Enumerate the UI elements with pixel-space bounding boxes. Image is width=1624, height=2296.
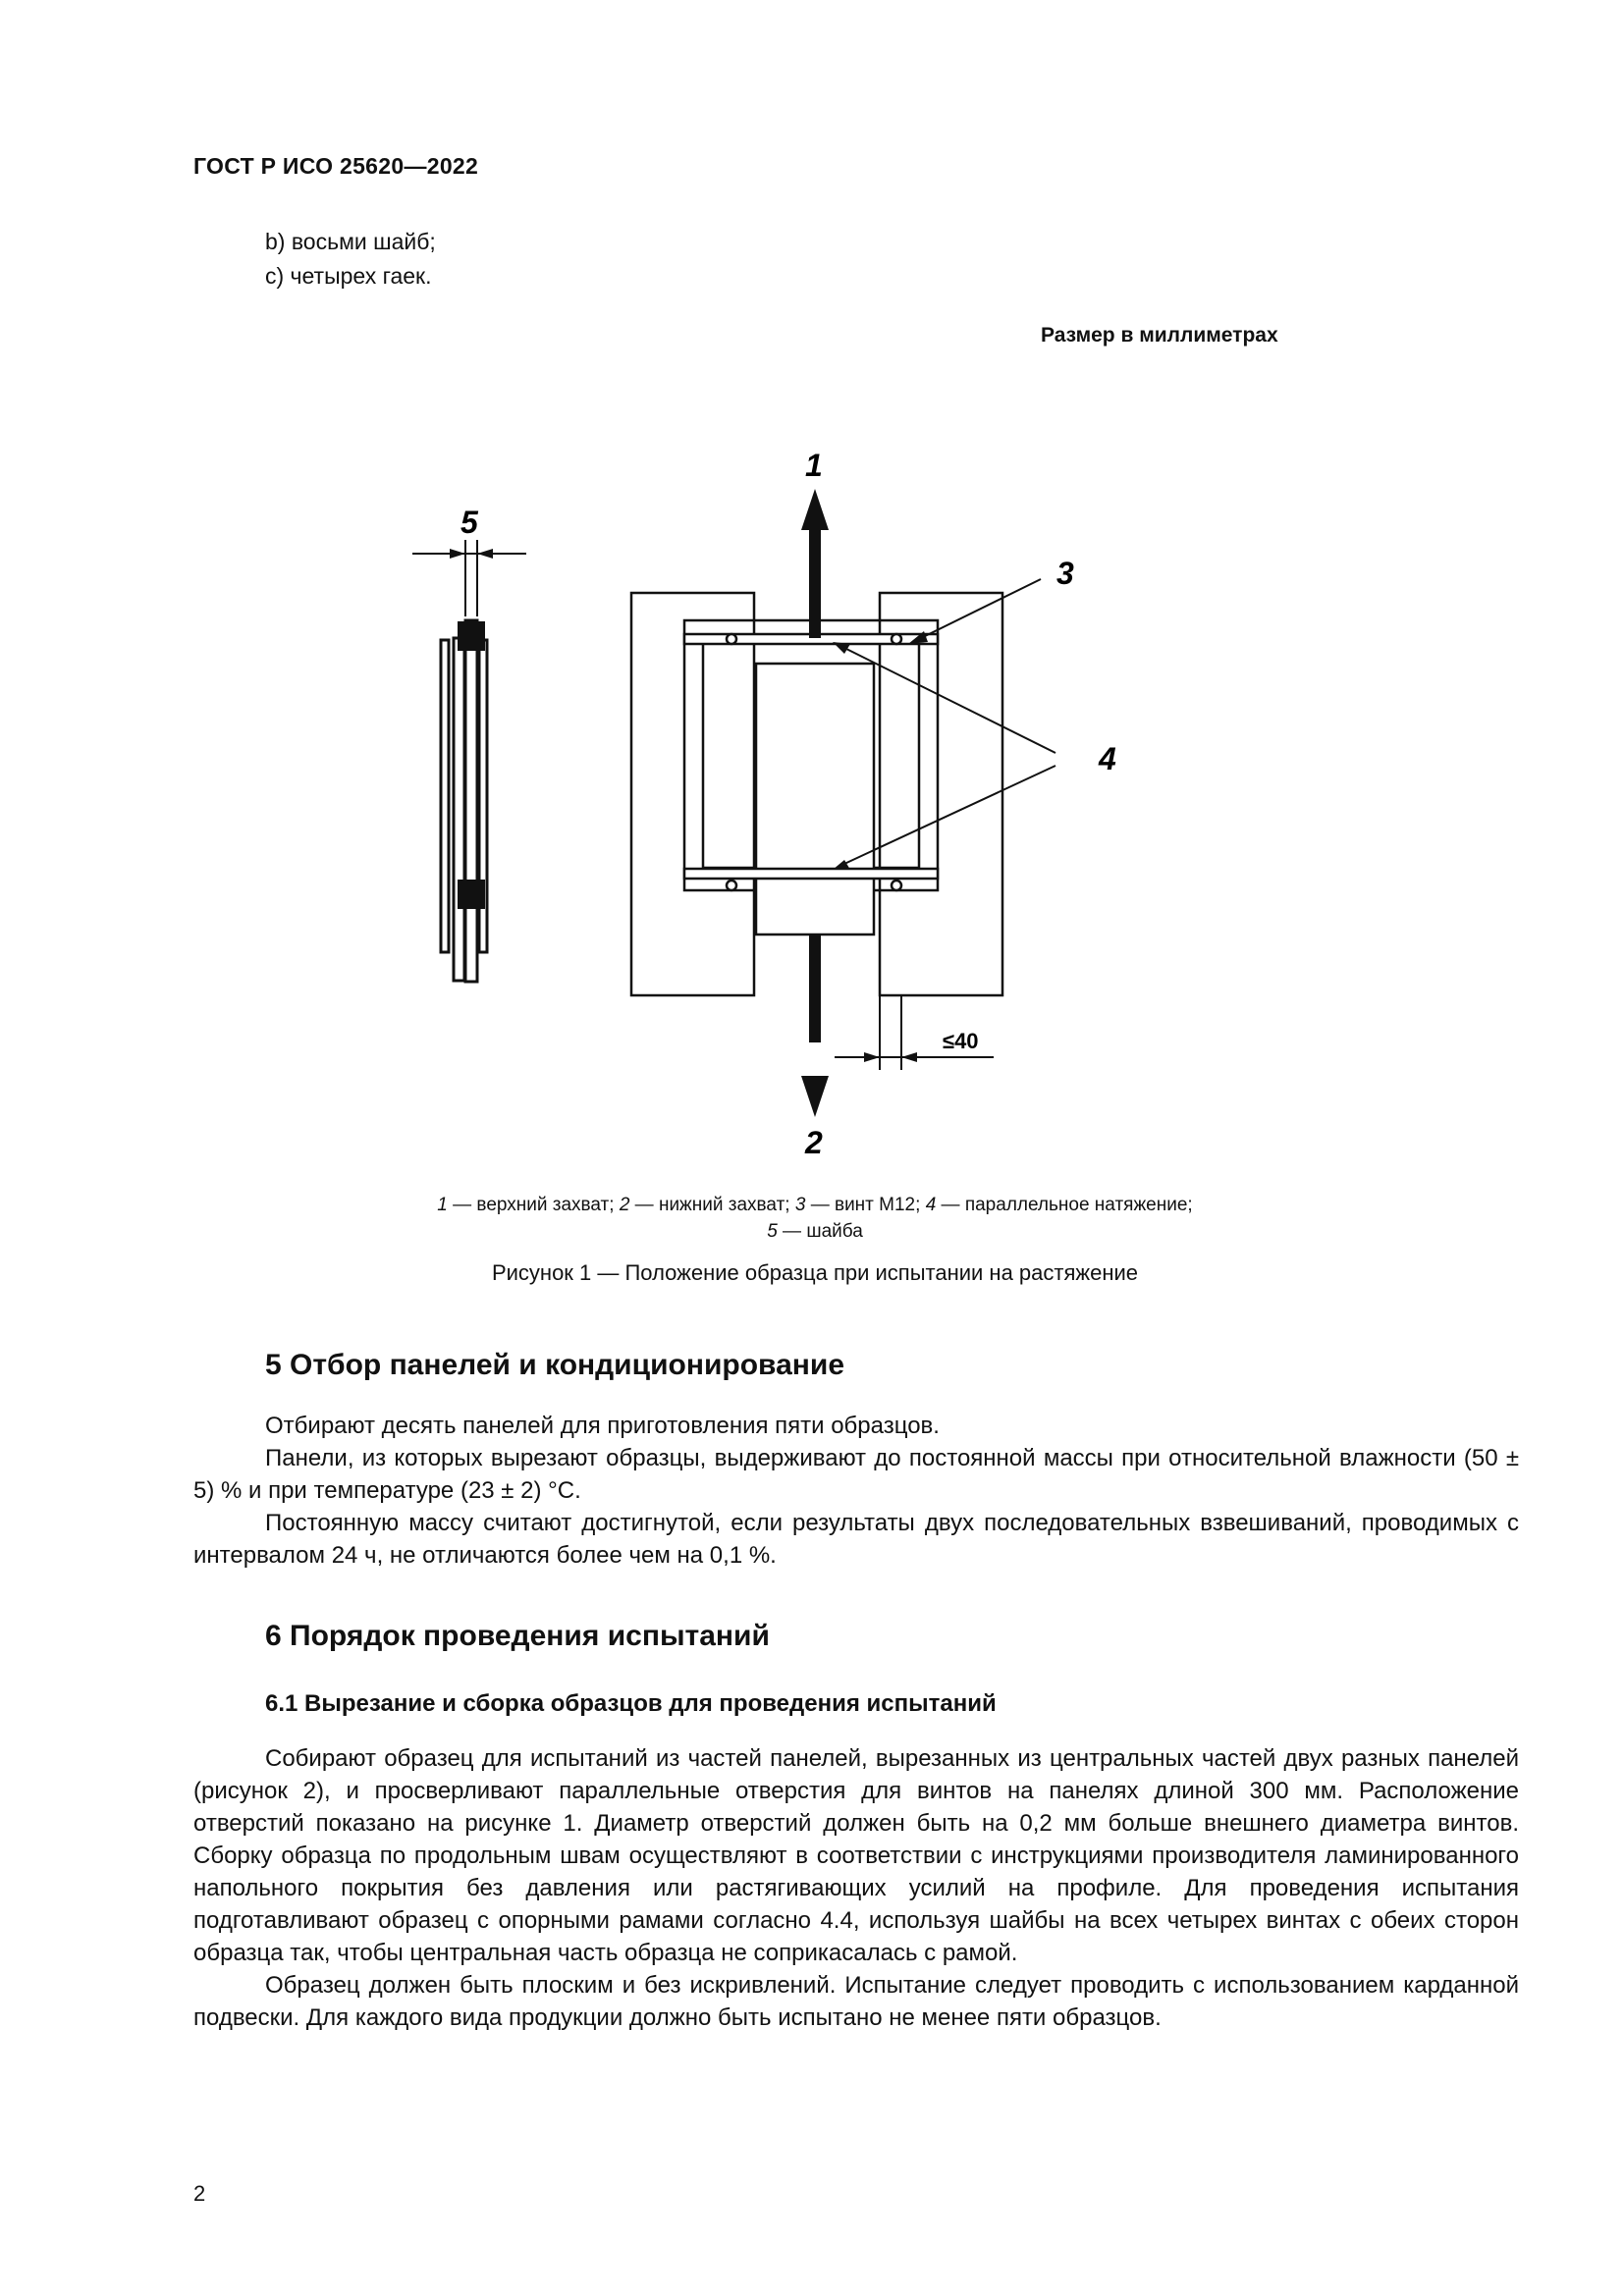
legend-text: — верхний захват; <box>447 1195 620 1215</box>
section-6-title: 6 Порядок проведения испытаний <box>265 1620 770 1652</box>
section-5-body: Отбирают десять панелей для приготовлени… <box>193 1410 1519 1572</box>
page-number: 2 <box>193 2181 206 2206</box>
figure-legend: 1 — верхний захват; 2 — нижний захват; 3… <box>295 1192 1335 1245</box>
figure-caption: Рисунок 1 — Положение образца при испыта… <box>491 1260 1139 1285</box>
legend-text: — нижний захват; <box>629 1195 795 1215</box>
paragraph: Постоянную массу считают достигнутой, ес… <box>193 1510 1519 1569</box>
legend-num: 3 <box>794 1195 806 1215</box>
dimension-label: ≤40 <box>943 1029 979 1053</box>
section-5-title: 5 Отбор панелей и кондиционирование <box>265 1349 845 1381</box>
label-1: 1 <box>805 448 823 483</box>
section-6-1-title: 6.1 Вырезание и сборка образцов для пров… <box>265 1690 997 1717</box>
label-4: 4 <box>1098 741 1116 776</box>
paragraph: Панели, из которых вырезают образцы, выд… <box>193 1445 1519 1504</box>
arrow-lower-grip <box>801 934 829 1117</box>
legend-num: 1 <box>437 1195 448 1215</box>
list-item-b: b) восьми шайб; <box>265 229 436 254</box>
paragraph: Образец должен быть плоским и без искрив… <box>193 1972 1519 2031</box>
legend-text: — шайба <box>777 1221 863 1242</box>
figure-1-drawing: 5 1 3 4 2 ≤40 <box>412 448 1116 1160</box>
list-item-c: c) четырех гаек. <box>265 263 432 289</box>
label-2: 2 <box>804 1125 823 1160</box>
side-view <box>412 540 526 984</box>
units-note: Размер в миллиметрах <box>1041 324 1278 347</box>
legend-text: — винт М12; <box>805 1195 926 1215</box>
legend-text: — параллельное натяжение; <box>936 1195 1193 1215</box>
label-5: 5 <box>460 505 479 540</box>
label-3: 3 <box>1056 556 1074 591</box>
legend-num: 5 <box>767 1221 778 1242</box>
legend-num: 2 <box>619 1195 630 1215</box>
paragraph: Отбирают десять панелей для приготовлени… <box>265 1413 940 1439</box>
section-6-1-body: Собирают образец для испытаний из частей… <box>193 1742 1519 2034</box>
legend-num: 4 <box>925 1195 937 1215</box>
arrow-upper-grip <box>801 489 829 638</box>
paragraph: Собирают образец для испытаний из частей… <box>193 1745 1519 1966</box>
document-header: ГОСТ Р ИСО 25620—2022 <box>193 153 479 179</box>
